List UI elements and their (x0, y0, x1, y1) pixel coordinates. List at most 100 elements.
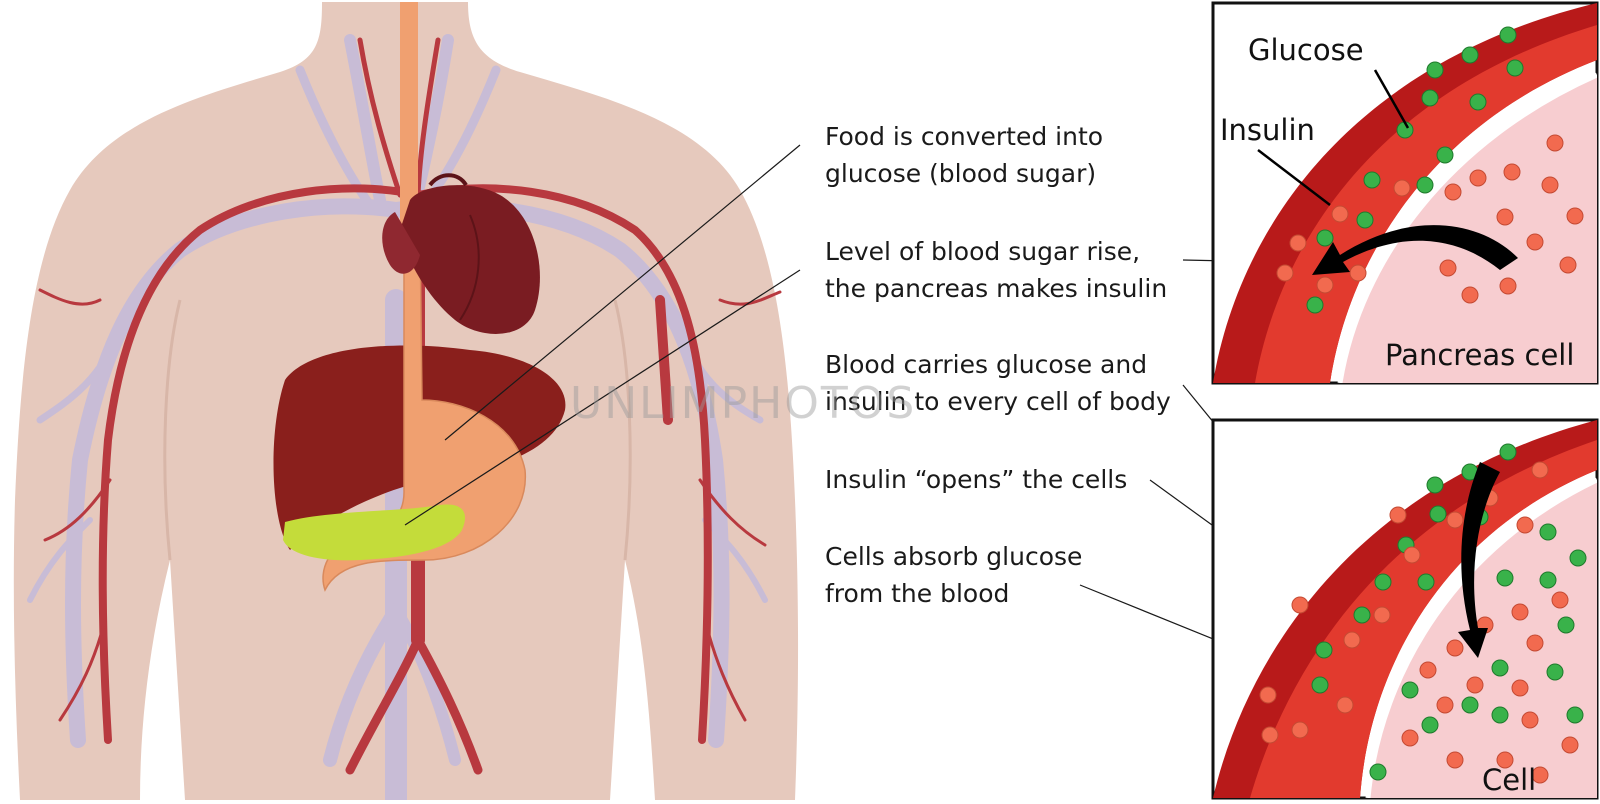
left-arm-edge (163, 299, 182, 561)
steps-list: Food is converted into glucose (blood su… (825, 122, 1171, 608)
insulin-particle (1496, 208, 1514, 226)
glucose-particle (1539, 571, 1557, 589)
glucose-particle (1416, 176, 1434, 194)
veins (27, 34, 768, 804)
pointer-food (444, 144, 801, 441)
insulin-particle (1343, 631, 1361, 649)
insulin-particle (1546, 134, 1564, 152)
insulin-particle (1551, 591, 1569, 609)
glucose-particle (1491, 659, 1509, 677)
insulin-particle (1566, 207, 1584, 225)
insulin-particle (1349, 264, 1367, 282)
insulin-particle (1316, 276, 1334, 294)
glucose-particle (1557, 616, 1575, 634)
particles-bottom (1259, 443, 1587, 784)
insulin-particle (1336, 696, 1354, 714)
insulin-particle (1516, 516, 1534, 534)
inset-cell: Cell (1211, 418, 1599, 800)
glucose-particle (1506, 59, 1524, 77)
insulin-particle (1389, 506, 1407, 524)
insulin-pointer (1257, 149, 1331, 206)
cell-label: Cell (1482, 763, 1536, 797)
insulin-particle (1561, 736, 1579, 754)
glucose-particle (1546, 663, 1564, 681)
step-4-line-1: Insulin “opens” the cells (825, 465, 1127, 494)
right-arm-edge (613, 299, 632, 561)
glucose-particle (1469, 93, 1487, 111)
insulin-particle (1276, 264, 1294, 282)
glucose-particle (1569, 549, 1587, 567)
insulin-particle (1446, 639, 1464, 657)
glucose-particle (1539, 523, 1557, 541)
glucose-particle (1315, 641, 1333, 659)
glucose-particle (1421, 89, 1439, 107)
insulin-particle (1503, 163, 1521, 181)
glucose-particle (1401, 681, 1419, 699)
cell-membrane-bottom (1365, 477, 1597, 798)
step-1-line-2: glucose (blood sugar) (825, 159, 1096, 188)
insulin-particle (1291, 596, 1309, 614)
insulin-particle (1531, 461, 1549, 479)
insulin-particle (1403, 546, 1421, 564)
step-2-line-2: the pancreas makes insulin (825, 274, 1167, 303)
insulin-particle (1461, 286, 1479, 304)
insulin-particle (1439, 259, 1457, 277)
insulin-particle (1499, 277, 1517, 295)
insulin-particle (1291, 721, 1309, 739)
insulin-particle (1541, 176, 1559, 194)
vessel-lumen-bottom (1250, 440, 1597, 798)
step-3-line-1: Blood carries glucose and (825, 350, 1147, 379)
insulin-particle (1261, 726, 1279, 744)
glucose-particle (1461, 696, 1479, 714)
step-3-line-2: insulin to every cell of body (825, 387, 1171, 416)
insulin-particle (1526, 634, 1544, 652)
glucose-particle (1353, 606, 1371, 624)
glucose-particle (1421, 716, 1439, 734)
heart (382, 173, 540, 334)
insulin-particle (1446, 511, 1464, 529)
insulin-release-arrow (1312, 225, 1518, 275)
inset-pancreas: Glucose Insulin Pancreas cell (1211, 1, 1599, 385)
step-5-line-1: Cells absorb glucose (825, 542, 1082, 571)
cell-membrane (1337, 72, 1597, 383)
insulin-particle (1526, 233, 1544, 251)
glucose-particle (1461, 46, 1479, 64)
insulin-particle (1259, 686, 1277, 704)
glucose-particle (1491, 706, 1509, 724)
vessel-lumen (1255, 25, 1597, 383)
insulin-particle (1436, 696, 1454, 714)
glucose-particle (1374, 573, 1392, 591)
glucose-particle (1311, 676, 1329, 694)
insulin-particle (1511, 603, 1529, 621)
glucose-particle (1566, 706, 1584, 724)
insulin-particle (1373, 606, 1391, 624)
glucose-particle (1436, 146, 1454, 164)
step-1-line-1: Food is converted into (825, 122, 1103, 151)
particles-top (1276, 26, 1584, 314)
pancreas-cell-label: Pancreas cell (1385, 338, 1574, 372)
glucose-particle (1356, 211, 1374, 229)
esophagus (400, 2, 418, 232)
glucose-particle (1426, 476, 1444, 494)
glucose-particle (1499, 443, 1517, 461)
insulin-particle (1393, 179, 1411, 197)
glucose-particle (1369, 763, 1387, 781)
insulin-particle (1289, 234, 1307, 252)
glucose-entry-arrow (1458, 462, 1500, 658)
insulin-particle (1419, 661, 1437, 679)
glucose-particle (1316, 229, 1334, 247)
insulin-label: Insulin (1220, 113, 1315, 147)
insulin-particle (1469, 169, 1487, 187)
glucose-particle (1499, 26, 1517, 44)
insulin-particle (1444, 183, 1462, 201)
insulin-particle (1466, 676, 1484, 694)
insulin-particle (1331, 205, 1349, 223)
insulin-particle (1559, 256, 1577, 274)
glucose-particle (1306, 296, 1324, 314)
glucose-pointer (1373, 69, 1410, 129)
glucose-particle (1417, 573, 1435, 591)
step-5-line-2: from the blood (825, 579, 1009, 608)
glucose-particle (1426, 61, 1444, 79)
